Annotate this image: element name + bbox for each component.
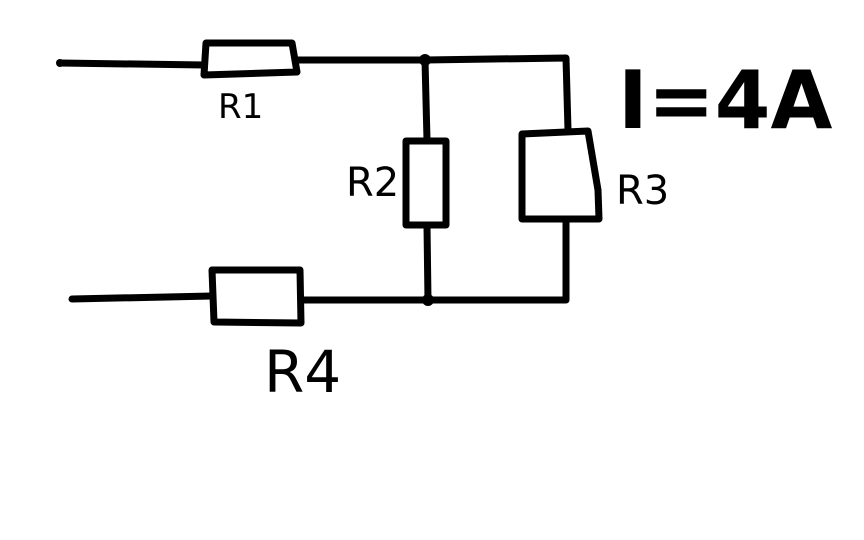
label-r1: R1 — [218, 87, 263, 127]
current-annotation: I=4A — [618, 54, 832, 147]
wire-r3-to-bottom — [424, 216, 570, 304]
resistor-r2 — [402, 137, 450, 229]
wire-r2-to-bottom-node — [423, 222, 432, 304]
label-r4: R4 — [264, 338, 341, 406]
wire-input-top — [56, 59, 209, 69]
wire-input-bottom — [68, 292, 216, 303]
wire-top-to-r3 — [421, 54, 572, 134]
junction-bottom — [422, 294, 434, 306]
wire-top-node-to-r2 — [421, 56, 431, 144]
label-r3: R3 — [616, 168, 669, 214]
resistor-r3 — [518, 127, 603, 223]
label-r2: R2 — [346, 160, 399, 206]
resistor-r4 — [208, 266, 305, 327]
terminal-top — [56, 59, 64, 67]
junction-top — [419, 54, 431, 66]
resistor-r1 — [200, 39, 301, 79]
